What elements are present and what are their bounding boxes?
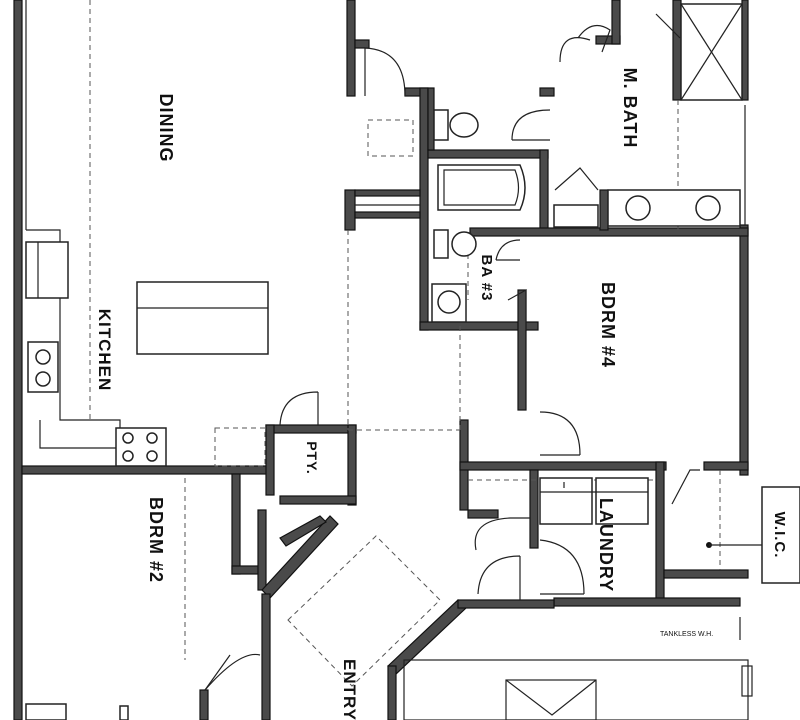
label-bath3: BA #3	[478, 255, 495, 302]
washer	[539, 477, 593, 525]
wic-callout	[706, 486, 800, 584]
kitchen-island	[136, 281, 269, 355]
refrigerator	[25, 241, 69, 299]
label-master-bath: M. BATH	[620, 68, 640, 149]
garage-area	[25, 659, 753, 720]
door-swings	[279, 24, 700, 600]
interior-walls	[199, 0, 749, 720]
toilet-hall	[433, 109, 449, 141]
bathtub-hall	[437, 164, 526, 211]
label-bedroom4: BDRM #4	[598, 282, 618, 368]
kitchen-fixtures	[25, 229, 269, 467]
bath-fixtures	[355, 3, 743, 323]
cooktop	[115, 427, 167, 467]
label-pantry: PTY.	[304, 441, 320, 475]
label-kitchen: KITCHEN	[95, 309, 114, 392]
label-water-heater: TANKLESS W.H.	[660, 631, 713, 638]
room-labels: DINING KITCHEN M. BATH BA #3 BDRM #4 PTY…	[95, 68, 788, 720]
label-entry: ENTRY	[340, 659, 359, 720]
laundry-fixtures	[539, 477, 741, 640]
label-wic: W.I.C.	[771, 512, 788, 559]
label-dining: DINING	[156, 94, 176, 163]
label-bedroom2: BDRM #2	[146, 497, 166, 583]
dryer	[595, 477, 649, 525]
label-laundry: LAUNDRY	[596, 498, 616, 592]
